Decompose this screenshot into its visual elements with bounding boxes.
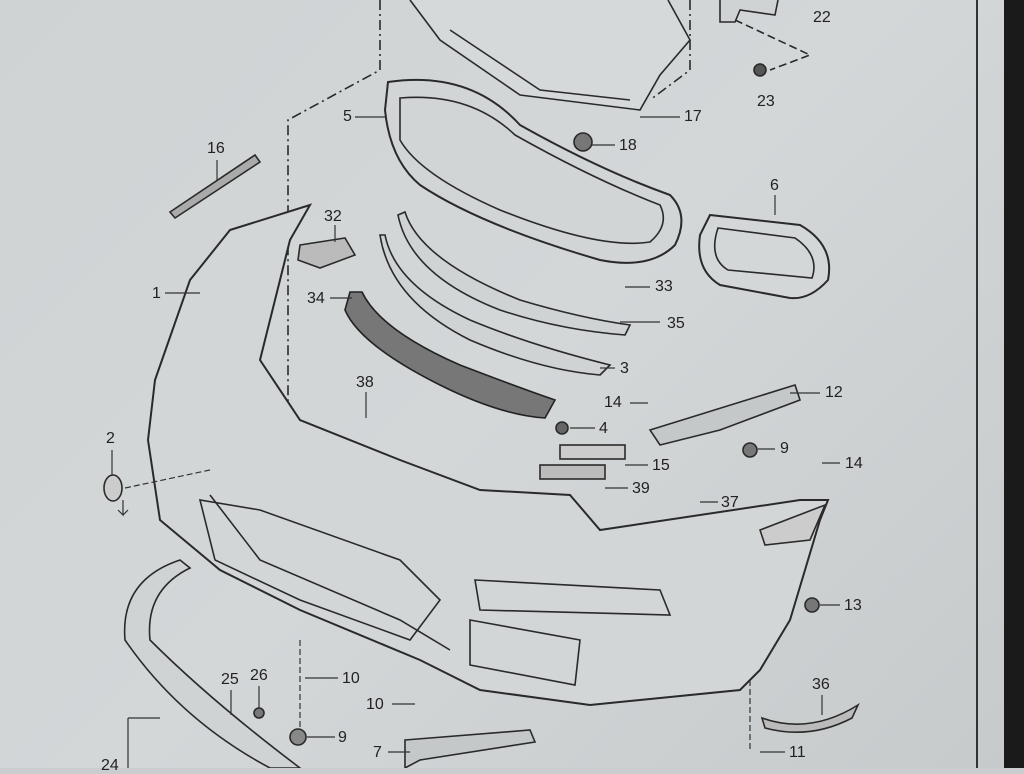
nut-26 bbox=[253, 707, 265, 719]
grille-3 bbox=[379, 234, 612, 376]
trim-7 bbox=[404, 729, 537, 768]
part-label: 24 bbox=[101, 757, 119, 774]
part-label: 9 bbox=[780, 440, 789, 457]
part-label: 6 bbox=[770, 177, 779, 194]
part-label: 2 bbox=[106, 430, 115, 447]
trim-36 bbox=[760, 702, 860, 733]
bracket-22 bbox=[719, 0, 779, 23]
grille-frame-5 bbox=[383, 78, 683, 264]
part-label: 3 bbox=[620, 360, 629, 377]
bracket-32 bbox=[297, 237, 357, 269]
part-label: 17 bbox=[684, 108, 702, 125]
part-label: 34 bbox=[307, 290, 325, 307]
part-label: 35 bbox=[667, 315, 685, 332]
screw-23 bbox=[753, 63, 767, 77]
screw-9 bbox=[742, 442, 758, 458]
lower-spoiler bbox=[123, 559, 302, 768]
clip-15 bbox=[559, 444, 626, 460]
part-label: 14 bbox=[604, 394, 622, 411]
screw-13 bbox=[804, 597, 820, 613]
part-label: 7 bbox=[373, 744, 382, 761]
background-edge bbox=[1004, 0, 1024, 768]
part-label: 22 bbox=[813, 9, 831, 26]
clip-39 bbox=[539, 464, 606, 480]
part-label: 23 bbox=[757, 93, 775, 110]
part-label: 38 bbox=[356, 374, 374, 391]
part-label: 15 bbox=[652, 457, 670, 474]
page-border-line bbox=[976, 0, 978, 768]
part-label: 36 bbox=[812, 676, 830, 693]
part-label: 14 bbox=[845, 455, 863, 472]
screw-9b bbox=[289, 728, 307, 746]
part-label: 11 bbox=[789, 744, 806, 761]
screw-4 bbox=[555, 421, 569, 435]
part-label: 10 bbox=[366, 696, 384, 713]
part-label: 18 bbox=[619, 137, 637, 154]
part-label: 32 bbox=[324, 208, 342, 225]
part-label: 12 bbox=[825, 384, 843, 401]
part-label: 10 bbox=[342, 670, 360, 687]
grille-insert bbox=[397, 210, 632, 336]
mesh-grille-34 bbox=[344, 291, 557, 419]
part-label: 9 bbox=[338, 729, 347, 746]
part-label: 4 bbox=[599, 420, 608, 437]
part-label: 37 bbox=[721, 494, 739, 511]
part-label: 26 bbox=[250, 667, 268, 684]
bracket-12 bbox=[648, 384, 802, 446]
part-label: 39 bbox=[632, 480, 650, 497]
part-label: 5 bbox=[343, 108, 352, 125]
part-label: 16 bbox=[207, 140, 225, 157]
nut-18 bbox=[573, 132, 593, 152]
cap-2 bbox=[103, 474, 123, 502]
vent-frame-6 bbox=[698, 213, 831, 300]
bumper-cover-1 bbox=[146, 203, 830, 707]
part-label: 33 bbox=[655, 278, 673, 295]
part-label: 13 bbox=[844, 597, 862, 614]
part-label: 25 bbox=[221, 671, 239, 688]
part-label: 1 bbox=[152, 285, 161, 302]
trim-strip-16 bbox=[168, 153, 262, 220]
